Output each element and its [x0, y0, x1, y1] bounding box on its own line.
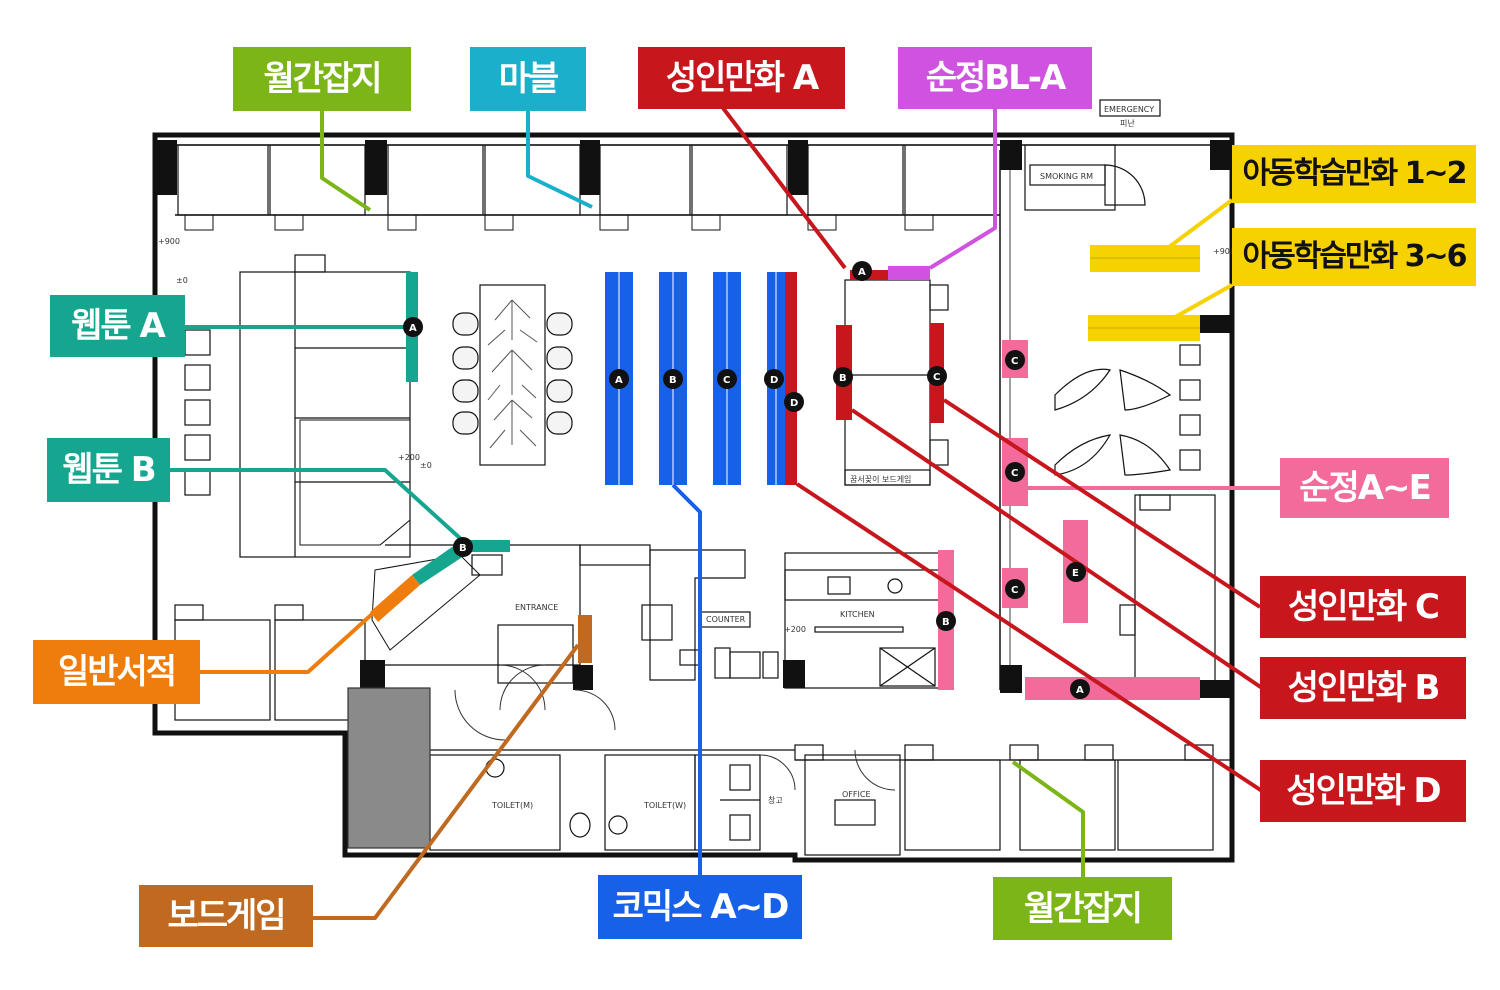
- toilet-m-label: TOILET(M): [491, 801, 533, 810]
- office-label: OFFICE: [842, 790, 871, 799]
- badge-label: E: [1072, 568, 1079, 579]
- badge-adult-c: C: [927, 366, 947, 386]
- emergency-ko-label: 피난: [1120, 119, 1135, 128]
- level-0-left: ±0: [176, 276, 188, 285]
- badge-label: A: [615, 375, 623, 386]
- badge-label: A: [1076, 685, 1084, 696]
- level-900-right: +900: [1213, 247, 1235, 256]
- leader-kids-2: [1169, 283, 1233, 322]
- badge-webtoon-b: B: [453, 537, 473, 557]
- badge-label: C: [933, 372, 940, 383]
- label-comics: 코믹스 A~D: [598, 875, 802, 939]
- leader-bl: [928, 100, 997, 270]
- badge-comics-c: C: [717, 369, 737, 389]
- badges: A B A B C D D A B C C C C E A B: [403, 261, 1090, 699]
- badge-sunjeong-a: A: [1070, 679, 1090, 699]
- badge-comics-a: A: [609, 369, 629, 389]
- leader-general: [200, 576, 414, 674]
- label-webtoon-b: 웹툰 B: [47, 438, 170, 502]
- entrance-label: ENTRANCE: [515, 603, 558, 612]
- label-webtoon-a: 웹툰 A: [50, 295, 185, 357]
- leader-marvel: [526, 110, 593, 209]
- shelf-general: [370, 575, 420, 622]
- label-monthly-bottom: 월간잡지: [993, 877, 1172, 940]
- walls: [152, 99, 1235, 863]
- level-200-kitchen: +200: [784, 625, 806, 634]
- badge-label: B: [459, 543, 467, 554]
- shelf-adult-d: [785, 272, 797, 485]
- leader-webtoon-b: [170, 468, 464, 542]
- counter-label: COUNTER: [706, 615, 746, 624]
- leader-adult-c: [942, 398, 1262, 609]
- label-adult-c: 성인만화 C: [1260, 576, 1466, 638]
- board-shelf-label: 꿈서꽂이 보드게임: [850, 474, 911, 484]
- shelf-bl-a: [888, 266, 930, 280]
- leader-monthly-top: [320, 110, 372, 212]
- badge-label: A: [858, 267, 866, 278]
- badge-label: D: [770, 375, 778, 386]
- label-sunjeong-bl: 순정BL-A: [898, 47, 1092, 109]
- badge-label: C: [1011, 585, 1018, 596]
- leader-comics: [671, 483, 702, 878]
- leader-adult-d: [795, 482, 1264, 793]
- label-monthly-top: 월간잡지: [233, 47, 411, 111]
- label-adult-a: 성인만화 A: [638, 47, 845, 109]
- leader-kids-1: [1163, 198, 1234, 252]
- badge-label: B: [839, 373, 847, 384]
- level-0-stair: ±0: [420, 461, 432, 470]
- badge-label: A: [409, 323, 417, 334]
- badge-sunjeong-c2: C: [1005, 462, 1025, 482]
- label-marvel: 마블: [470, 47, 586, 111]
- toilet-w-label: TOILET(W): [643, 801, 686, 810]
- label-general-books: 일반서적: [33, 640, 200, 704]
- label-adult-d: 성인만화 D: [1260, 760, 1466, 822]
- leader-lines: [170, 100, 1282, 920]
- badge-label: C: [723, 375, 730, 386]
- label-sunjeong-ae: 순정A~E: [1280, 458, 1449, 518]
- label-adult-b: 성인만화 B: [1260, 657, 1466, 719]
- storage-label: 창고: [768, 796, 783, 805]
- badge-kitchen-b: B: [936, 611, 956, 631]
- label-kids-2: 아동학습만화 3~6: [1232, 228, 1476, 286]
- shelf-sunjeong-a: [1025, 677, 1200, 700]
- emergency-label: EMERGENCY: [1104, 105, 1154, 114]
- badge-sunjeong-c1: C: [1005, 350, 1025, 370]
- badge-sunjeong-e: E: [1066, 562, 1086, 582]
- badge-comics-d: D: [764, 369, 784, 389]
- shelf-webtoon-b: [412, 540, 510, 585]
- leader-monthly-bottom: [1011, 760, 1085, 880]
- leader-adult-b: [850, 408, 1264, 690]
- level-200-stair: +200: [398, 453, 420, 462]
- badge-label: C: [1011, 468, 1018, 479]
- badge-webtoon-a: A: [403, 317, 423, 337]
- badge-label: B: [942, 617, 950, 628]
- badge-label: D: [790, 398, 798, 409]
- shelf-board-game: [578, 615, 592, 663]
- label-board-game: 보드게임: [139, 885, 313, 947]
- label-kids-1: 아동학습만화 1~2: [1232, 145, 1476, 203]
- leader-adult-a: [721, 106, 847, 270]
- badge-label: B: [669, 375, 677, 386]
- badge-adult-b: B: [833, 367, 853, 387]
- level-900-left: +900: [158, 237, 180, 246]
- smoking-room-label: SMOKING RM: [1040, 172, 1093, 181]
- badge-adult-a: A: [852, 261, 872, 281]
- badge-label: C: [1011, 356, 1018, 367]
- badge-sunjeong-c3: C: [1005, 579, 1025, 599]
- leader-board-game: [313, 643, 580, 920]
- badge-comics-b: B: [663, 369, 683, 389]
- badge-adult-d: D: [784, 392, 804, 412]
- plan-labels: EMERGENCY 피난 SMOKING RM ENTRANCE COUNTER…: [158, 105, 1235, 810]
- kitchen-label: KITCHEN: [840, 610, 875, 619]
